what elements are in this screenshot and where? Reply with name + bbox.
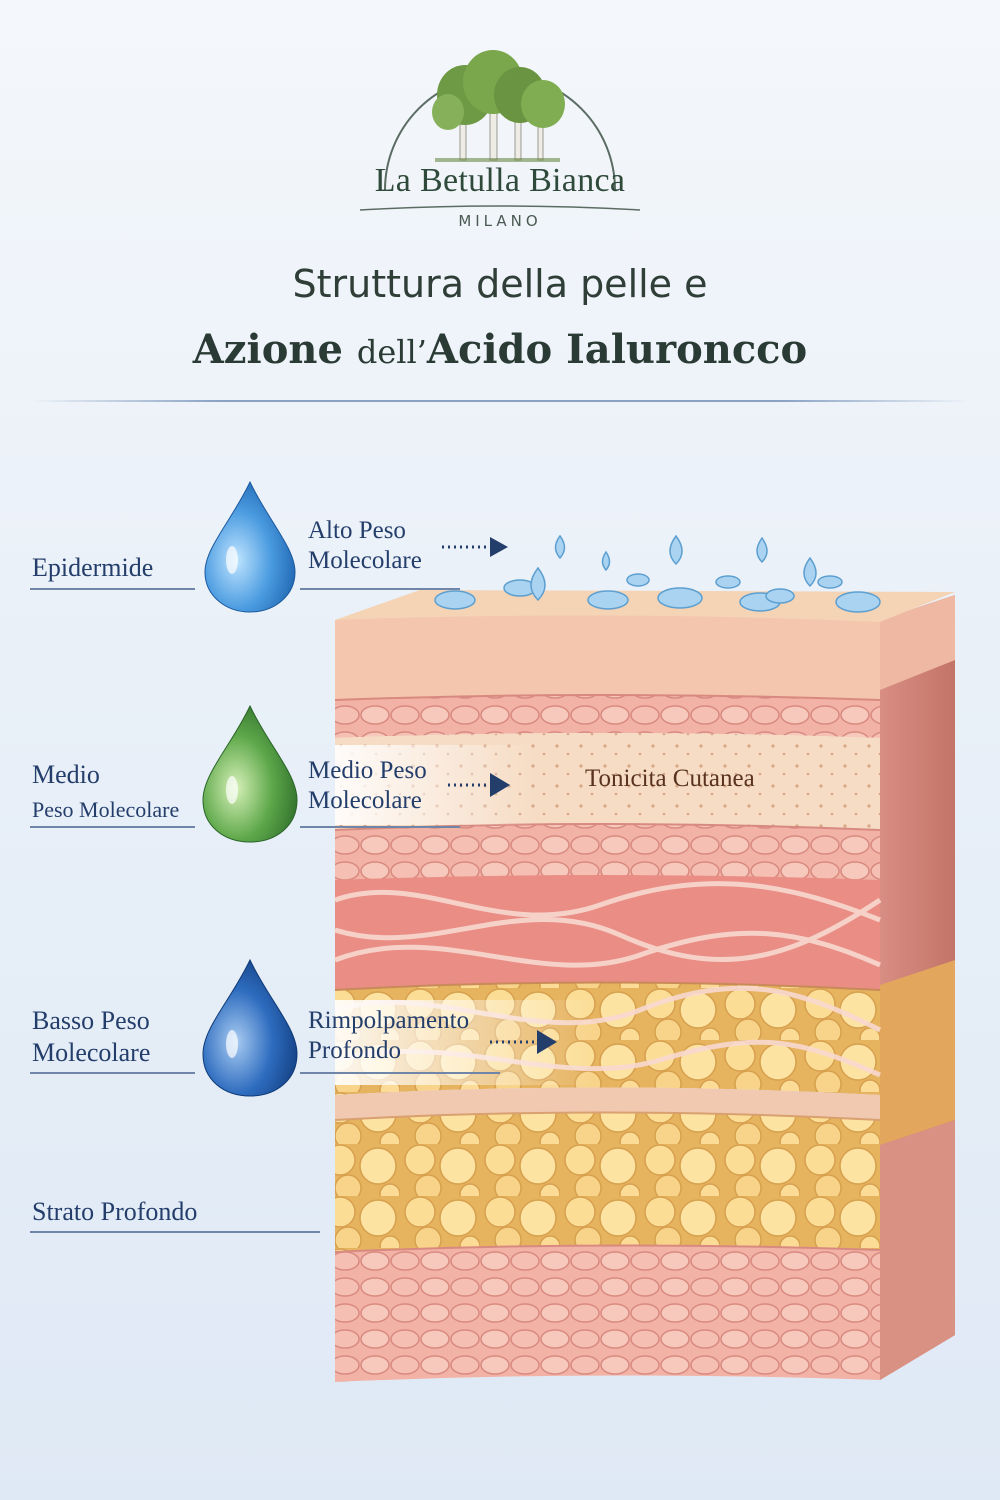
brand-name: La Betulla Bianca (374, 162, 626, 199)
brand-logo (359, 50, 641, 211)
label-rule (300, 826, 460, 828)
label-alto-2: Molecolare (308, 547, 422, 574)
arrow-right-icon (442, 537, 557, 1054)
title-part-b: dell’ (356, 333, 427, 371)
label-rimp-1: Rimpolpamento (308, 1007, 470, 1034)
page-title-line1: Struttura della pelle e (292, 262, 708, 306)
label-basso-1: Basso Peso (32, 1006, 150, 1035)
label-tonicita-cutanea: Tonicita Cutanea (585, 765, 755, 792)
label-strato-profondo: Strato Profondo (32, 1197, 198, 1226)
label-medio-peso: Medio Peso Molecolare (308, 756, 427, 816)
label-basso-2: Molecolare (32, 1038, 151, 1067)
page-title-line2: Azione dell’Acido Ialuroncco (0, 326, 1000, 373)
drop-high-icon (204, 480, 296, 613)
title-divider (30, 400, 970, 402)
label-rule (30, 1231, 320, 1233)
label-rule (300, 588, 460, 590)
deep-fat-layer (335, 1112, 880, 1252)
label-medio-2: Peso Molecolare (32, 797, 180, 822)
label-rimp-2: Profondo (308, 1037, 402, 1064)
label-rule (30, 588, 195, 590)
surface-droplets (434, 534, 881, 613)
label-rule (300, 1072, 500, 1074)
skin-layers (334, 615, 882, 1382)
title-part-a: Azione (192, 326, 357, 373)
title-part-c: Acido Ialuroncco (426, 326, 808, 373)
label-epidermide: Epidermide (32, 553, 154, 582)
label-rimpolpamento: Rimpolpamento Profondo (308, 1006, 469, 1066)
label-medio-peso-1: Medio Peso (308, 757, 427, 784)
drop-low-icon (202, 958, 298, 1097)
drop-mid-icon (202, 704, 298, 843)
label-medio-1: Medio (32, 760, 100, 789)
label-rule (30, 1072, 195, 1074)
birch-trees-icon (432, 50, 565, 162)
skin-block-side (880, 595, 955, 1380)
brand-city: MILANO (458, 212, 542, 230)
label-medio-peso-2: Molecolare (308, 787, 422, 814)
label-rule (30, 826, 195, 828)
label-alto-peso: Alto Peso Molecolare (308, 516, 422, 576)
label-alto-1: Alto Peso (308, 517, 406, 544)
skin-surface-top (335, 590, 955, 622)
